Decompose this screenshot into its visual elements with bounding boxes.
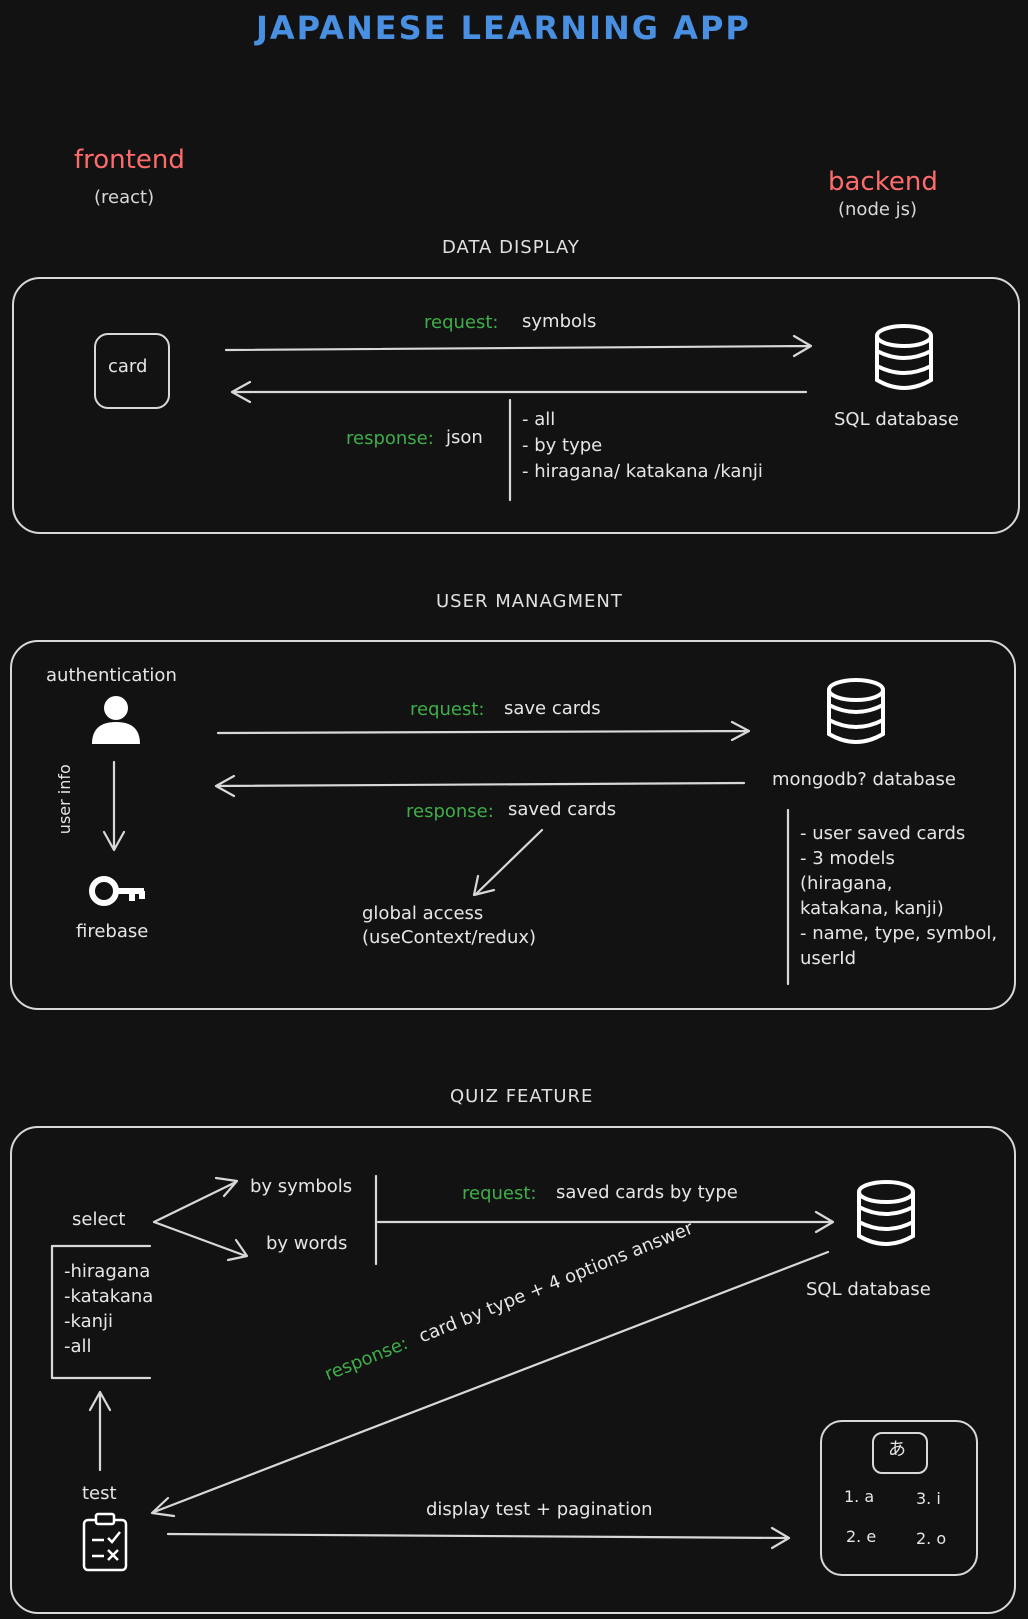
quiz-heading: QUIZ FEATURE (450, 1086, 594, 1107)
quiz-preview-card (820, 1420, 978, 1576)
by-symbols-label: by symbols (250, 1176, 353, 1197)
database-icon (857, 1180, 915, 1246)
request-text: symbols (522, 311, 597, 332)
select-branch-arrow (152, 1220, 249, 1262)
response-arrow (150, 1250, 830, 1518)
data-display-heading: DATA DISPLAY (442, 237, 580, 258)
request-tag: request: (462, 1183, 537, 1204)
quiz-symbol-box (872, 1432, 928, 1474)
card-label: card (108, 356, 148, 377)
card-node (94, 333, 170, 409)
notes-line: - 3 models (800, 848, 895, 869)
by-words-label: by words (266, 1233, 348, 1254)
backend-label: backend (828, 167, 938, 197)
option-item: -all (64, 1336, 92, 1357)
db-label: mongodb? database (772, 769, 956, 790)
notes-line: - user saved cards (800, 823, 966, 844)
request-text: saved cards by type (556, 1182, 738, 1203)
notes-line: - name, type, symbol, (800, 923, 998, 944)
frontend-tech: (react) (94, 187, 155, 208)
request-arrow (224, 334, 813, 358)
page-title: JAPANESE LEARNING APP (256, 9, 751, 47)
request-tag: request: (410, 699, 485, 720)
db-label: SQL database (806, 1279, 931, 1300)
option-item: -hiragana (64, 1261, 151, 1282)
response-text: saved cards (508, 799, 617, 820)
option-item: -katakana (64, 1286, 154, 1307)
global-access-arrow (472, 828, 544, 897)
auth-label: authentication (46, 665, 177, 686)
select-branch-arrow (152, 1176, 239, 1224)
test-up-arrow (88, 1390, 112, 1472)
database-icon (827, 678, 885, 744)
db-label: SQL database (834, 409, 959, 430)
global-access-label: global access (362, 903, 484, 924)
key-icon (89, 876, 145, 906)
response-text: json (446, 427, 483, 448)
notes-line: - by type (522, 435, 603, 456)
quiz-option: 1. a (844, 1487, 875, 1506)
request-text: save cards (504, 698, 601, 719)
user-management-heading: USER MANAGMENT (436, 591, 623, 612)
response-tag: response: (406, 801, 494, 822)
request-arrow (376, 1210, 835, 1234)
options-bracket (50, 1244, 152, 1380)
notes-line: katakana, kanji) (800, 898, 944, 919)
request-tag: request: (424, 312, 499, 333)
global-access-sub: (useContext/redux) (362, 927, 537, 948)
notes-line: - all (522, 409, 556, 430)
response-tag: response: (346, 428, 434, 449)
quiz-option: 2. o (916, 1529, 947, 1548)
firebase-label: firebase (76, 921, 149, 942)
user-management-panel (10, 640, 1016, 1010)
option-item: -kanji (64, 1311, 114, 1332)
response-arrow (214, 774, 746, 798)
response-arrow (230, 380, 808, 404)
database-icon (875, 324, 933, 390)
data-display-panel (12, 277, 1020, 534)
quiz-option: 3. i (916, 1489, 941, 1508)
select-label: select (72, 1209, 126, 1230)
notes-line: - hiragana/ katakana /kanji (522, 461, 763, 482)
user-info-arrow (102, 760, 126, 852)
quiz-panel (10, 1126, 1016, 1614)
display-arrow (166, 1526, 791, 1550)
display-text: display test + pagination (426, 1499, 653, 1520)
request-arrow (216, 720, 751, 742)
clipboard-icon (82, 1512, 128, 1572)
notes-line: userId (800, 948, 856, 969)
test-label: test (82, 1483, 117, 1504)
quiz-symbol: あ (888, 1439, 906, 1460)
user-icon (92, 696, 140, 744)
frontend-label: frontend (74, 145, 185, 175)
quiz-option: 2. e (846, 1527, 877, 1546)
notes-line: (hiragana, (800, 873, 893, 894)
backend-tech: (node js) (838, 199, 918, 220)
